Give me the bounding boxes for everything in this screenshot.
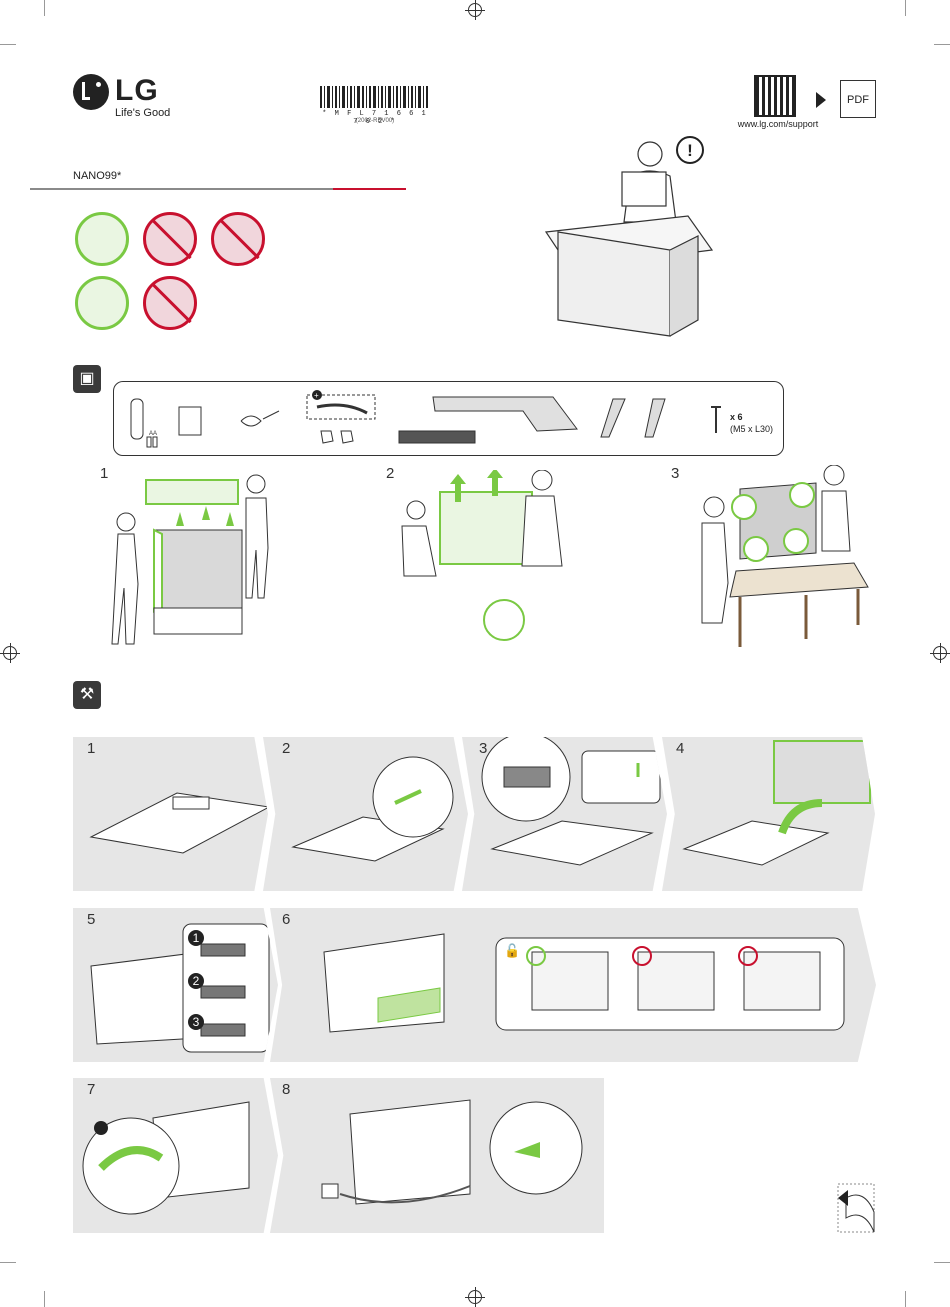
support-url[interactable]: www.lg.com/support (737, 119, 819, 129)
barcode-revision: (2002-REV00) (355, 118, 395, 124)
barcode-icon (320, 86, 428, 108)
press-screen-prohibited-icon (143, 276, 197, 330)
lg-logo-icon (73, 74, 109, 110)
stand-leg-icon (600, 398, 626, 438)
install-step-panel (73, 908, 278, 1062)
unlock-icon: 🔓 (504, 943, 521, 958)
barcode-number: * M F L 7 1 6 6 1 7 0 2 * (322, 110, 428, 126)
qr-code-icon[interactable] (754, 75, 796, 117)
brand-slogan: Life's Good (115, 107, 171, 119)
battery-label: AA (149, 431, 157, 437)
install-step-number: 4 (676, 740, 685, 757)
install-step-number: 3 (479, 740, 488, 757)
crop-mark (934, 1262, 950, 1263)
cable-substep-number: 1 (188, 930, 204, 946)
unpack-step-number: 3 (671, 465, 680, 482)
crop-mark (934, 44, 950, 45)
registration-mark (465, 0, 485, 20)
install-step-number: 5 (87, 911, 96, 928)
cable-clip-icon (320, 430, 354, 444)
lay-flat-prohibited-icon (211, 212, 265, 266)
screwdriver-icon: ⚒ (73, 681, 101, 709)
remote-control-icon (130, 398, 144, 440)
install-step-panel (462, 737, 667, 891)
arrow-right-icon (816, 92, 826, 108)
install-step-panel (73, 1078, 278, 1233)
manual-icon (178, 406, 202, 436)
unpack-step-number: 2 (386, 465, 395, 482)
crop-mark (905, 0, 906, 16)
cable-substep-number: 2 (188, 973, 204, 989)
battery-icon (152, 436, 158, 448)
registration-mark (465, 1287, 485, 1307)
stand-leg-icon (644, 398, 666, 438)
brand-name: LG (115, 74, 159, 107)
crop-mark (905, 1291, 906, 1307)
power-cable-icon (240, 410, 280, 427)
registration-mark (0, 643, 20, 663)
screw-count: x 6 (730, 412, 743, 422)
install-step-panel (73, 737, 268, 891)
turn-page-icon[interactable] (834, 1180, 878, 1236)
accessory-illustrations: + AA (130, 390, 721, 448)
install-step-number: 8 (282, 1081, 291, 1098)
screw-icon (711, 406, 721, 433)
unpack-step-3-illustration (701, 465, 869, 647)
unpack-step-number: 1 (100, 465, 109, 482)
cable-substep-number: 3 (188, 1014, 204, 1030)
install-step-number: 1 (87, 740, 96, 757)
crop-mark (44, 0, 45, 16)
cable-tie-icon (316, 403, 368, 415)
svg-text:+: + (314, 391, 319, 400)
install-step-number: 2 (282, 740, 291, 757)
install-step-number: 6 (282, 911, 291, 928)
install-step-panel (270, 908, 876, 1062)
crop-mark (0, 1262, 16, 1263)
install-step-number: 7 (87, 1081, 96, 1098)
stand-base-icon (432, 396, 578, 432)
pdf-document-icon[interactable]: PDF (840, 80, 876, 118)
stand-cover-icon (398, 430, 476, 444)
carry-flat-prohibited-icon (143, 212, 197, 266)
hold-frame-ok-icon (75, 276, 129, 330)
warning-icon (676, 136, 704, 164)
screw-size: (M5 x L30) (730, 424, 774, 434)
unpack-step-2-illustration (401, 470, 563, 641)
install-step-panel (662, 737, 875, 891)
divider (30, 188, 333, 190)
registration-mark (930, 643, 950, 663)
divider-accent (333, 188, 406, 190)
install-step-panel (270, 1078, 604, 1233)
read-manual-illustration: ! (544, 136, 714, 337)
box-icon: ▣ (73, 365, 101, 393)
unpack-step-1-illustration (111, 474, 269, 645)
warning-symbol: ! (687, 141, 693, 160)
screw-spec: x 6 (M5 x L30) (730, 411, 773, 435)
crop-mark (44, 1291, 45, 1307)
carry-upright-ok-icon (75, 212, 129, 266)
model-number: NANO99* (73, 170, 122, 182)
battery-icon (146, 436, 152, 448)
crop-mark (0, 44, 16, 45)
install-step-panel (263, 737, 468, 891)
